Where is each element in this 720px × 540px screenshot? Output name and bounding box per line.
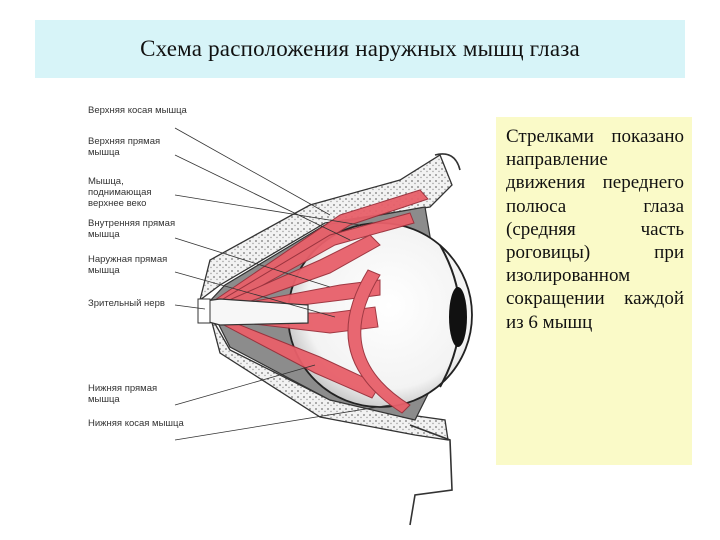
orbit-bone-upper — [198, 154, 453, 302]
eye-muscles-illustration — [174, 127, 473, 526]
note-text: Стрелками показано направление движения … — [506, 126, 684, 333]
label-levator: Мышца, поднимающая верхнее веко — [88, 176, 152, 209]
label-medial-rectus: Внутренняя прямая мышца — [88, 218, 176, 240]
label-optic-nerve: Зрительный нерв — [88, 298, 165, 309]
optic-canal — [197, 298, 211, 324]
label-superior-rectus: Верхняя прямая мышца — [88, 136, 161, 158]
orbit-outline-lower — [409, 424, 453, 526]
label-lateral-rectus: Наружная прямая мышца — [88, 254, 168, 276]
label-inferior-oblique: Нижняя косая мышца — [88, 418, 184, 429]
note-box: Стрелками показано направление движения … — [496, 117, 692, 465]
slide-title: Схема расположения наружных мышц глаза — [140, 36, 580, 61]
muscle-inferior-oblique — [347, 269, 411, 414]
pupil — [449, 287, 467, 347]
title-bar: Схема расположения наружных мышц глаза — [35, 20, 685, 78]
orbit-outline-upper — [434, 153, 461, 171]
label-inferior-rectus: Нижняя прямая мышца — [88, 383, 158, 405]
label-superior-oblique: Верхняя косая мышца — [88, 105, 187, 116]
